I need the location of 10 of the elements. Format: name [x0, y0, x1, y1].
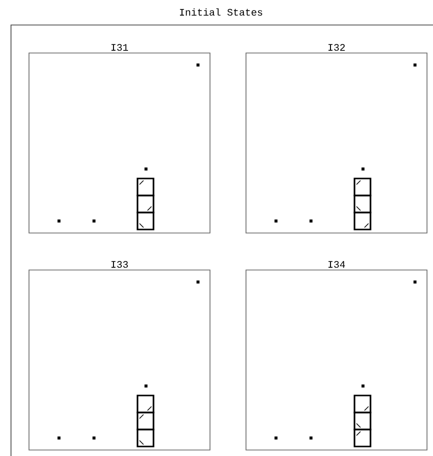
panel: [246, 261, 428, 450]
panel-title: I33: [111, 261, 128, 268]
panel-title: I32: [328, 44, 345, 51]
panel-title: I31: [111, 44, 128, 51]
panel: [246, 44, 428, 234]
panel-title: I34: [328, 261, 345, 268]
frame: [10, 8, 433, 456]
panel: [28, 44, 210, 234]
panel: [28, 261, 210, 450]
frame-title: Initial States: [180, 8, 262, 16]
